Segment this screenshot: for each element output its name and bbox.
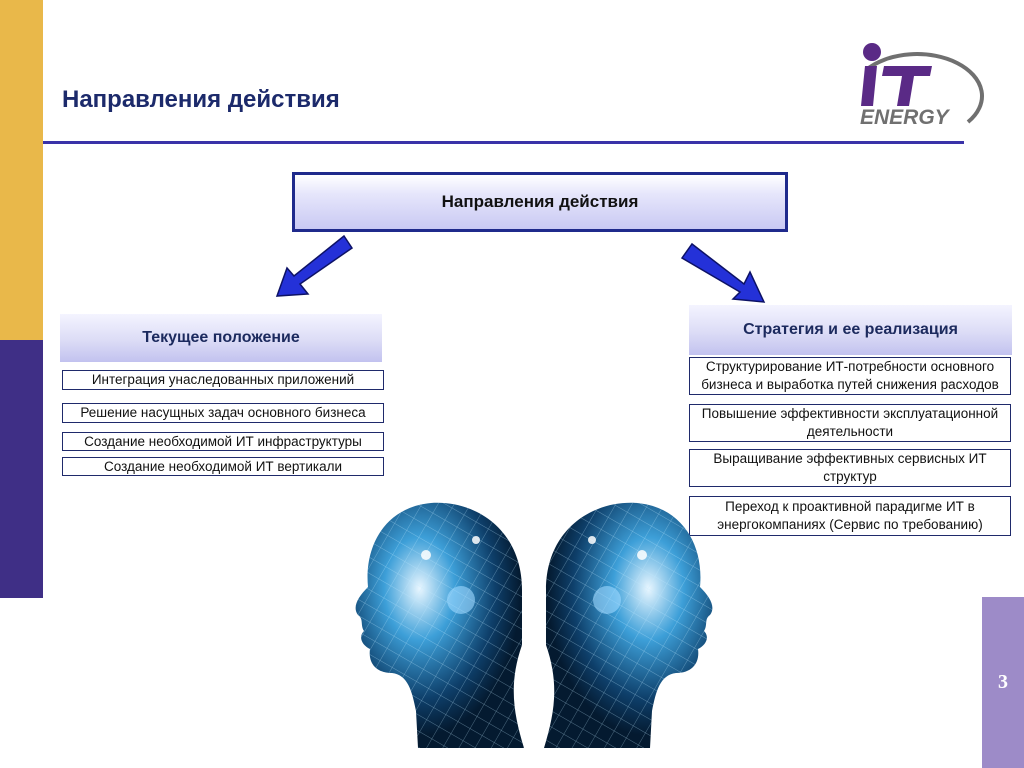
list-item: Структурирование ИТ-потребности основног…	[689, 357, 1011, 395]
list-item: Интеграция унаследованных приложений	[62, 370, 384, 390]
current-state-header: Текущее положение	[60, 314, 382, 362]
arrow-right-icon	[680, 242, 766, 303]
directions-box: Направления действия	[292, 172, 788, 232]
arrow-left-icon	[275, 234, 354, 297]
title-underline	[43, 141, 964, 144]
list-item: Переход к проактивной парадигме ИТ в эне…	[689, 496, 1011, 536]
list-item: Решение насущных задач основного бизнеса	[62, 403, 384, 423]
left-purple-stripe	[0, 340, 43, 598]
list-item: Выращивание эффективных сервисных ИТ стр…	[689, 449, 1011, 487]
strategy-header: Стратегия и ее реализация	[689, 305, 1012, 355]
two-heads-illustration	[355, 502, 713, 748]
list-item: Повышение эффективности эксплуатационной…	[689, 404, 1011, 442]
logo-energy-text: ENERGY	[860, 106, 951, 129]
it-energy-logo: ENERGY	[860, 43, 984, 129]
left-gold-stripe	[0, 0, 43, 340]
list-item: Создание необходимой ИТ инфраструктуры	[62, 432, 384, 451]
page-number: 3	[982, 597, 1024, 768]
list-item: Создание необходимой ИТ вертикали	[62, 457, 384, 476]
slide-title: Направления действия	[62, 86, 340, 113]
